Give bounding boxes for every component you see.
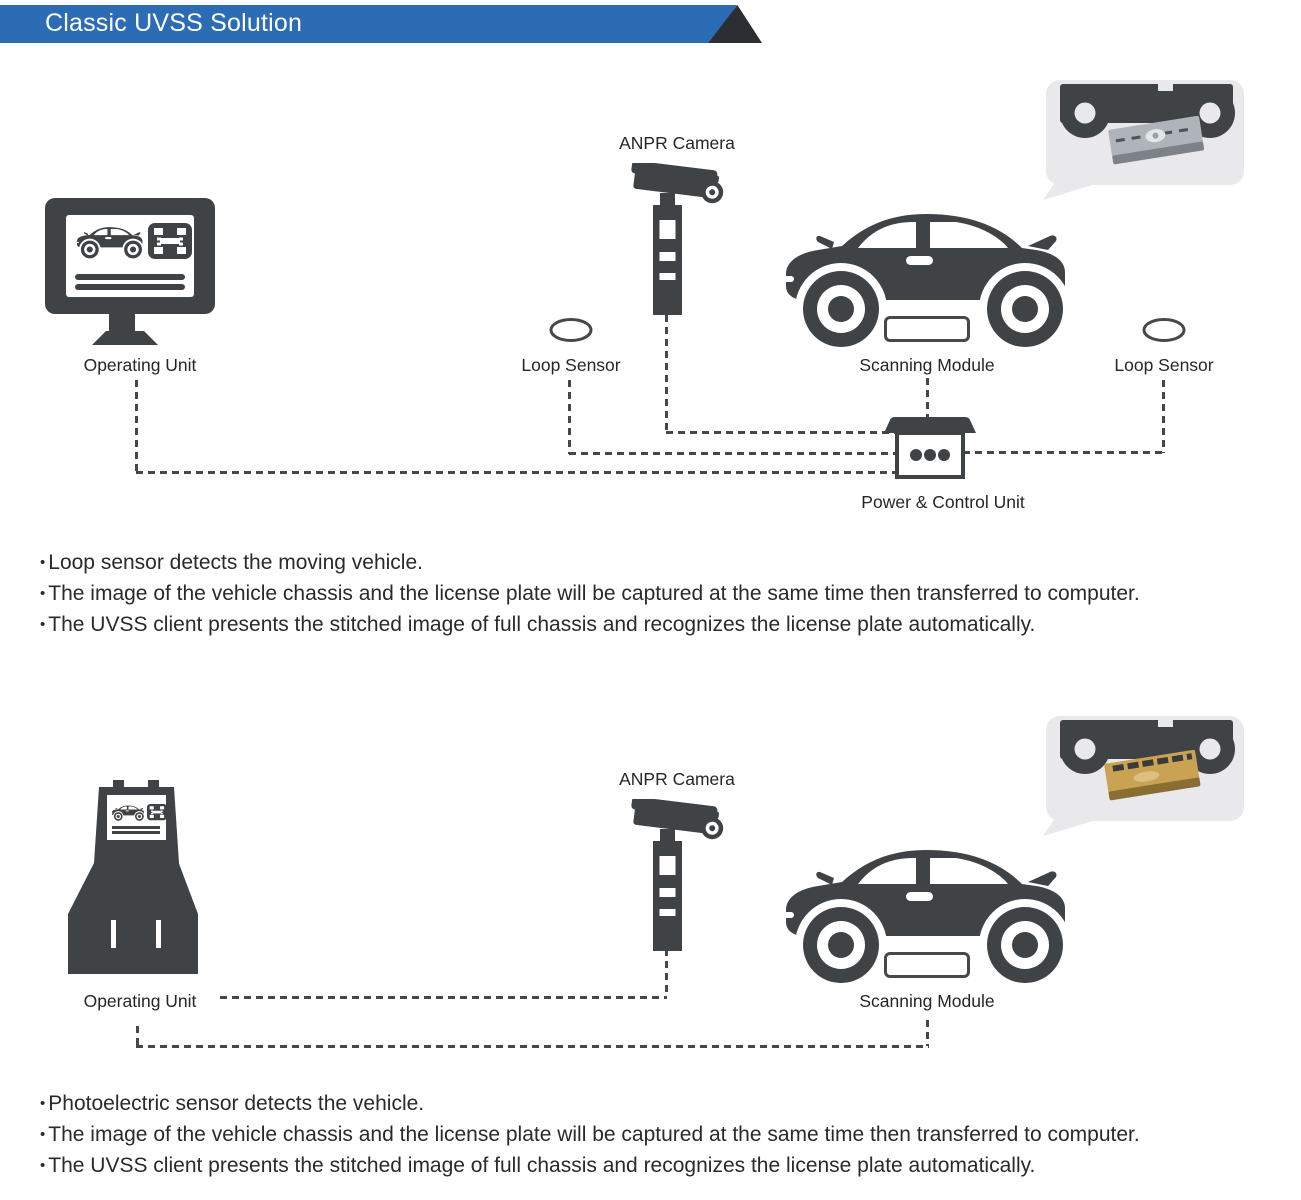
connection-line: [666, 431, 897, 434]
operating-unit-label: Operating Unit: [83, 991, 197, 1011]
bullet-icon: •: [40, 554, 46, 571]
bullet-text: The image of the vehicle chassis and the…: [48, 582, 1140, 605]
header-bar: [0, 5, 737, 43]
scanning-module-device-silver: [1108, 115, 1205, 165]
scanning-module-label: Scanning Module: [859, 355, 995, 375]
loop-sensor-left-label: Loop Sensor: [521, 355, 621, 375]
scanning-module-device-gold: [1104, 749, 1201, 801]
underside-view-bubble: [1043, 80, 1244, 200]
bullet-text: The UVSS client presents the stitched im…: [48, 613, 1036, 636]
power-control-unit-icon: [884, 417, 976, 479]
bullet-text: The UVSS client presents the stitched im…: [48, 1154, 1036, 1177]
anpr-camera-icon: [630, 799, 726, 951]
portable-operating-unit-icon: [68, 780, 198, 974]
anpr-camera-icon: [630, 163, 726, 315]
bullet-item: •Loop sensor detects the moving vehicle.: [40, 547, 1290, 578]
connection-line: [1162, 380, 1165, 453]
connection-line: [926, 378, 929, 417]
scanning-module-label: Scanning Module: [859, 991, 995, 1011]
bullet-item: •The image of the vehicle chassis and th…: [40, 1119, 1290, 1150]
connection-line: [963, 451, 1163, 454]
loop-sensor-icon: [1142, 318, 1186, 342]
connection-line: [665, 949, 668, 997]
bullet-item: •The UVSS client presents the stitched i…: [40, 1150, 1290, 1181]
anpr-camera-label: ANPR Camera: [619, 133, 735, 153]
bullet-icon: •: [40, 1157, 46, 1174]
bullet-text: The image of the vehicle chassis and the…: [48, 1123, 1140, 1146]
bottom-bullet-list: •Photoelectric sensor detects the vehicl…: [40, 1088, 1290, 1181]
bullet-item: •The UVSS client presents the stitched i…: [40, 609, 1290, 640]
scanning-module-box: [884, 952, 970, 978]
connection-line: [136, 471, 897, 474]
bullet-item: •Photoelectric sensor detects the vehicl…: [40, 1088, 1290, 1119]
connection-line: [926, 1020, 929, 1046]
loop-sensor-icon: [549, 318, 593, 342]
connection-line: [569, 452, 897, 455]
bullet-icon: •: [40, 1095, 46, 1112]
power-control-unit-label: Power & Control Unit: [861, 492, 1025, 512]
bullet-icon: •: [40, 1126, 46, 1143]
underside-view-bubble: [1043, 716, 1244, 836]
connection-line: [136, 1045, 929, 1048]
operating-unit-label: Operating Unit: [83, 355, 197, 375]
anpr-camera-label: ANPR Camera: [619, 769, 735, 789]
operating-unit-monitor-icon: [45, 198, 215, 345]
page-title: Classic UVSS Solution: [45, 9, 303, 37]
bullet-icon: •: [40, 585, 46, 602]
bullet-item: •The image of the vehicle chassis and th…: [40, 578, 1290, 609]
connection-line: [135, 380, 138, 473]
connection-line: [568, 380, 571, 454]
bullet-text: Photoelectric sensor detects the vehicle…: [48, 1092, 425, 1115]
connection-line: [136, 1026, 139, 1046]
top-bullet-list: •Loop sensor detects the moving vehicle.…: [40, 547, 1290, 640]
connection-line: [665, 315, 668, 433]
bullet-icon: •: [40, 616, 46, 633]
loop-sensor-right-label: Loop Sensor: [1114, 355, 1214, 375]
scanning-module-box: [884, 316, 970, 342]
connection-line: [220, 996, 667, 999]
bullet-text: Loop sensor detects the moving vehicle.: [48, 551, 423, 574]
